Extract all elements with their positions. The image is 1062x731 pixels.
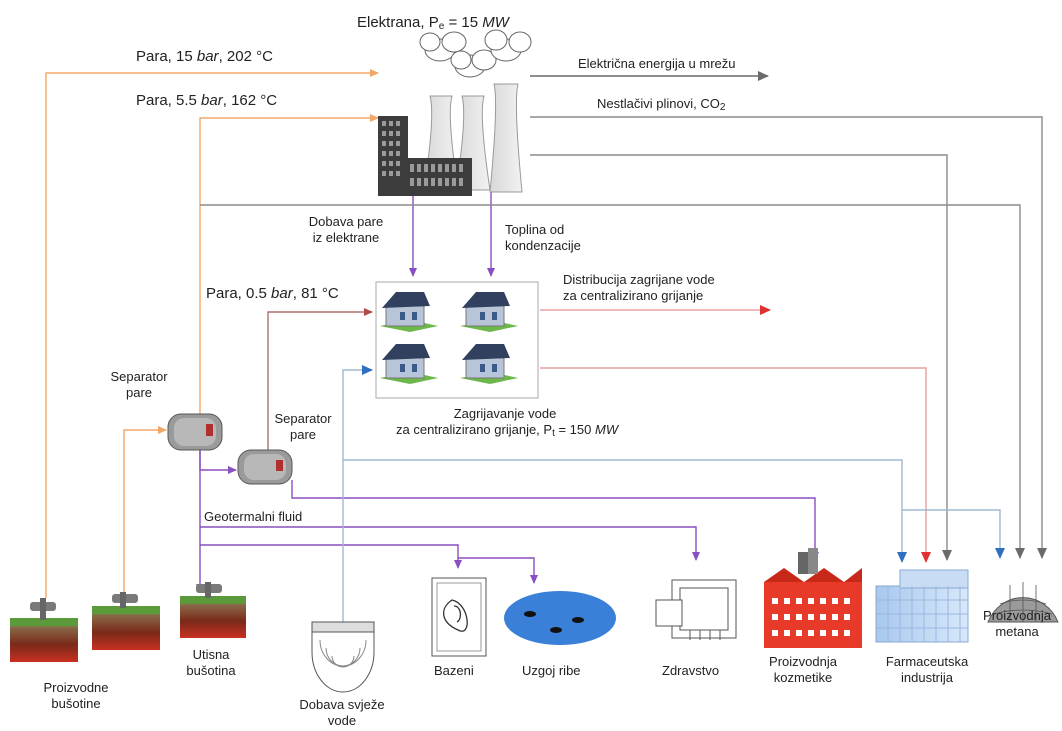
- steam-15bar-label: Para, 15 bar, 202 °C: [136, 48, 273, 65]
- fresh-water-line: [342, 365, 373, 622]
- separator-1-icon: [167, 413, 223, 451]
- steam-line-0-5bar: [267, 308, 373, 455]
- blue-line-pharma: [343, 459, 907, 563]
- separator-2-icon: [237, 449, 293, 485]
- production-well-icon: [10, 598, 78, 662]
- fish-pond-icon: [504, 591, 616, 645]
- to-pools-line: [200, 544, 462, 569]
- house-icon: [460, 344, 518, 384]
- production-well-icon: [92, 592, 160, 650]
- cosmetics-factory-icon: [764, 548, 862, 648]
- flow-lines: [45, 69, 1047, 622]
- injection-well-icon: [180, 582, 246, 638]
- healthcare-label: Zdravstvo: [662, 663, 720, 678]
- methane-dome-icon: [987, 582, 1059, 623]
- house-icon: [460, 292, 518, 332]
- fish-farming-label: Uzgoj ribe: [522, 663, 581, 678]
- steam-line-5-5bar: [199, 114, 379, 415]
- well-to-separator-line: [123, 426, 167, 598]
- pools-label: Bazeni: [434, 663, 474, 678]
- district-heating-box: [375, 281, 539, 399]
- steam-line-15bar: [45, 69, 379, 598]
- grey-line-pharma: [530, 154, 952, 561]
- to-fish-line: [458, 557, 538, 584]
- blue-line-methane: [902, 509, 1005, 559]
- to-cosmetics-line: [291, 480, 819, 561]
- geothermal-fluid-label: Geotermalni fluid: [204, 509, 303, 524]
- gases-line: [530, 116, 1047, 559]
- steam-5-5bar-label: Para, 5.5 bar, 162 °C: [136, 92, 278, 109]
- to-health-line: [200, 526, 700, 561]
- house-icon: [380, 292, 438, 332]
- power-plant-icon: [378, 29, 532, 196]
- steam-0-5bar-label: Para, 0.5 bar, 81 °C: [206, 285, 339, 302]
- healthcare-icon: [655, 579, 737, 640]
- gases-label: Nestlačivi plinovi, CO2: [597, 96, 726, 113]
- power-plant-title: Elektrana, Pe = 15 MW: [357, 14, 509, 32]
- house-icon: [380, 344, 438, 384]
- grey-line-methane: [200, 204, 1025, 559]
- fresh-water-well-icon: [311, 621, 375, 693]
- separator-link-line: [199, 450, 237, 474]
- pharma-building-icon: [875, 569, 969, 643]
- electricity-label: Električna energija u mrežu: [578, 56, 736, 71]
- pool-icon: [431, 577, 487, 657]
- red-line-pharma: [540, 367, 931, 563]
